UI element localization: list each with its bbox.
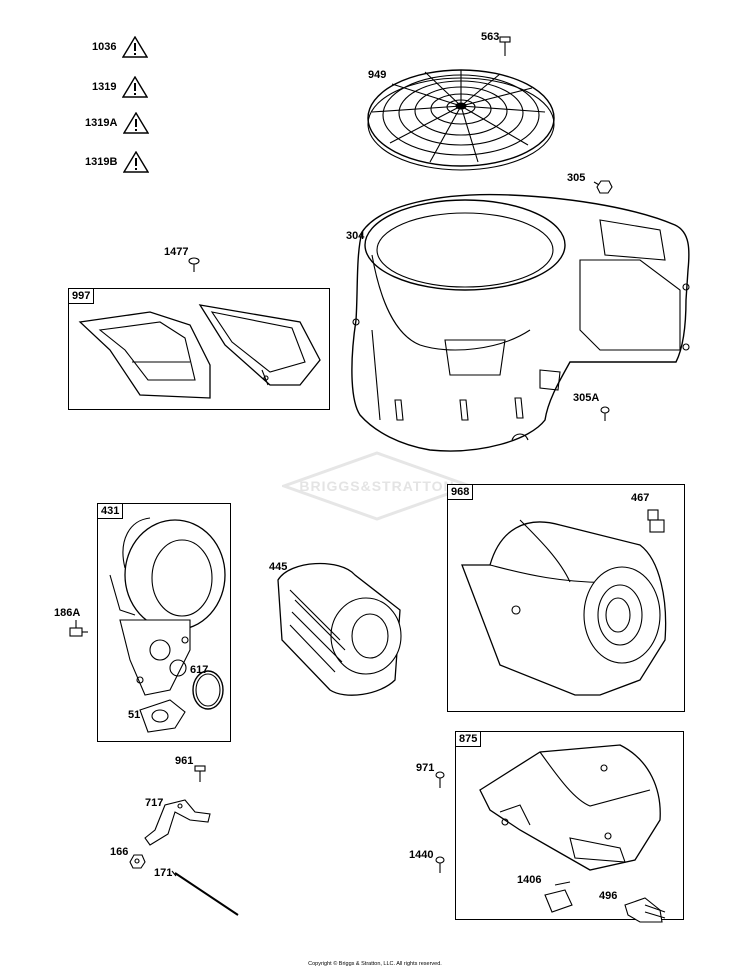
kit-431-box[interactable]: 431 [97,503,231,742]
watermark-diamond [282,451,472,521]
fitting-186A[interactable] [69,620,88,637]
label-305A: 305A [573,392,600,404]
baffle-997-left[interactable] [78,311,211,399]
kit-968-label: 968 [448,485,474,500]
warning-triangle-icon [123,112,150,134]
label-949: 949 [368,69,387,81]
filter-cartridge-445[interactable] [277,562,402,696]
label-717: 717 [145,797,164,809]
kit-997-label: 997 [69,289,95,304]
watermark-text: BRIGGS&STRATTON [299,478,455,494]
label-496: 496 [599,890,618,902]
bolt-305[interactable] [593,180,613,194]
label-971: 971 [416,762,435,774]
label-1477: 1477 [164,246,189,258]
warning-number: 1319A [85,117,118,129]
label-1406: 1406 [517,874,542,886]
screw-1440[interactable] [435,856,445,873]
rod-171[interactable] [171,870,239,916]
kit-431-label: 431 [98,504,124,519]
air-cleaner-base-431[interactable] [109,517,226,696]
gasket-51[interactable] [139,699,186,733]
warning-1319A[interactable]: 1319A [85,112,150,134]
warning-triangle-icon [123,151,150,173]
warning-number: 1036 [92,41,117,53]
warning-triangle-icon [122,76,149,98]
watermark: BRIGGS&STRATTON [282,451,472,521]
warning-1036[interactable]: 1036 [92,36,149,58]
blower-housing-304[interactable] [351,193,690,452]
label-171: 171 [154,867,173,879]
label-961: 961 [175,755,194,767]
screw-305A[interactable] [600,406,610,421]
warning-1319[interactable]: 1319 [92,76,149,98]
screw-563[interactable] [499,36,511,56]
label-51: 51 [128,709,141,721]
rotating-screen-949[interactable] [367,69,555,171]
bracket-717[interactable] [144,799,211,846]
copyright-notice: Copyright © Briggs & Stratton, LLC. All … [308,961,442,967]
label-467: 467 [631,492,650,504]
label-1440: 1440 [409,849,434,861]
fitting-496[interactable] [624,897,666,923]
warning-triangle-icon [122,36,149,58]
label-445: 445 [269,561,288,573]
shroud-875[interactable] [479,744,661,871]
kit-997-box[interactable]: 997 [68,288,330,410]
warning-1319B[interactable]: 1319B [85,151,150,173]
label-166: 166 [110,846,129,858]
kit-875-box[interactable]: 875 [455,731,684,920]
clip-1406[interactable] [544,881,573,913]
kit-968-box[interactable]: 968 [447,484,685,712]
label-617: 617 [190,664,209,676]
screw-971[interactable] [435,771,445,788]
o-ring-617[interactable] [192,670,224,710]
label-304: 304 [346,230,365,242]
label-305: 305 [567,172,586,184]
kit-875-label: 875 [456,732,482,747]
fitting-467[interactable] [647,509,665,533]
warning-number: 1319B [85,156,118,168]
screw-1477[interactable] [188,257,200,272]
screw-961[interactable] [194,765,206,782]
baffle-997-right[interactable] [198,304,321,386]
label-563: 563 [481,31,500,43]
label-186A: 186A [54,607,81,619]
nut-166[interactable] [129,854,146,869]
warning-number: 1319 [92,81,117,93]
air-cleaner-cover-968[interactable] [461,519,667,696]
